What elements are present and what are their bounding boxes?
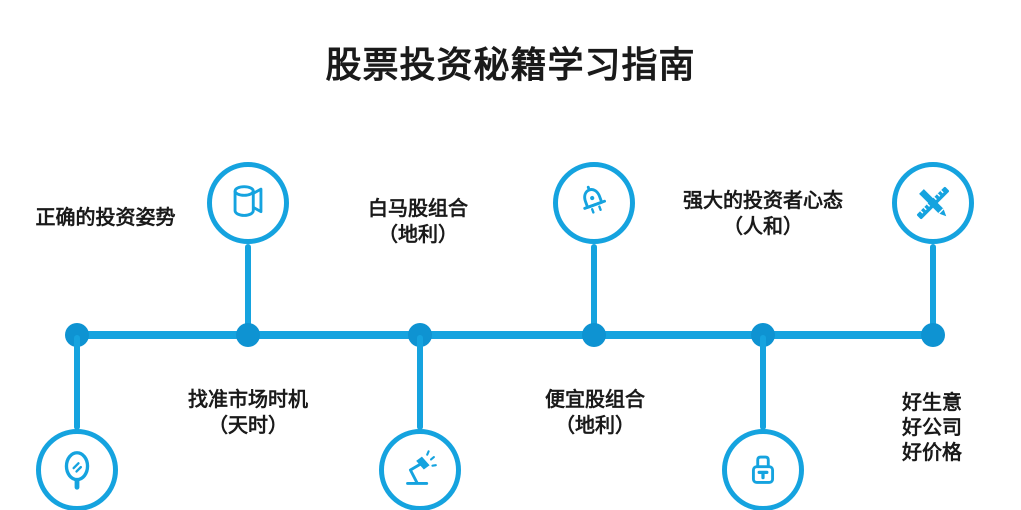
timeline-node-stem bbox=[417, 335, 423, 430]
timeline-node-dot bbox=[921, 323, 945, 347]
node-label-line: （地利） bbox=[378, 224, 458, 246]
page-title: 股票投资秘籍学习指南 bbox=[325, 44, 696, 85]
timeline-node-dot bbox=[236, 323, 260, 347]
node-label: 好生意 好公司 好价格 bbox=[902, 391, 1012, 466]
node-label: 便宜股组合 （地利） bbox=[505, 387, 685, 439]
desk-lamp-icon bbox=[406, 450, 437, 485]
node-label: 白马股组合 （地利） bbox=[328, 196, 508, 248]
node-label-line: 正确的投资姿势 bbox=[35, 207, 176, 229]
timeline-node-dot bbox=[582, 323, 606, 347]
paper-roll-icon bbox=[233, 185, 263, 217]
node-label: 找准市场时机 （天时） bbox=[158, 387, 338, 439]
timeline-node-stem bbox=[760, 335, 766, 430]
timeline-node-circle bbox=[36, 429, 118, 510]
timeline-node-stem bbox=[74, 335, 80, 430]
node-label: 正确的投资姿势 bbox=[18, 205, 193, 231]
timeline-node-circle bbox=[892, 162, 974, 244]
timeline-node-circle bbox=[379, 429, 461, 510]
timeline-node-stem bbox=[591, 244, 597, 335]
hand-mirror-icon bbox=[64, 451, 90, 490]
node-label: 强大的投资者心态 （人和） bbox=[663, 188, 863, 240]
node-label-line: 好生意 bbox=[902, 392, 962, 414]
node-label-line: 强大的投资者心态 bbox=[683, 190, 843, 212]
padlock-icon bbox=[751, 455, 775, 484]
timeline-node-stem bbox=[245, 244, 251, 335]
bell-icon bbox=[583, 185, 606, 214]
timeline-node-circle bbox=[553, 162, 635, 244]
node-label-line: （天时） bbox=[208, 415, 288, 437]
timeline-line bbox=[77, 331, 933, 339]
timeline-node-circle bbox=[722, 429, 804, 510]
node-label-line: （地利） bbox=[555, 415, 635, 437]
timeline-node-circle bbox=[207, 162, 289, 244]
node-label-line: 白马股组合 bbox=[368, 198, 468, 220]
pencil-ruler-icon bbox=[916, 186, 950, 220]
timeline-node-stem bbox=[930, 244, 936, 335]
node-label-line: （人和） bbox=[723, 216, 803, 238]
node-label-line: 便宜股组合 bbox=[545, 389, 645, 411]
node-label-line: 好公司 bbox=[902, 417, 962, 439]
node-label-line: 找准市场时机 bbox=[188, 389, 308, 411]
node-label-line: 好价格 bbox=[902, 442, 962, 464]
